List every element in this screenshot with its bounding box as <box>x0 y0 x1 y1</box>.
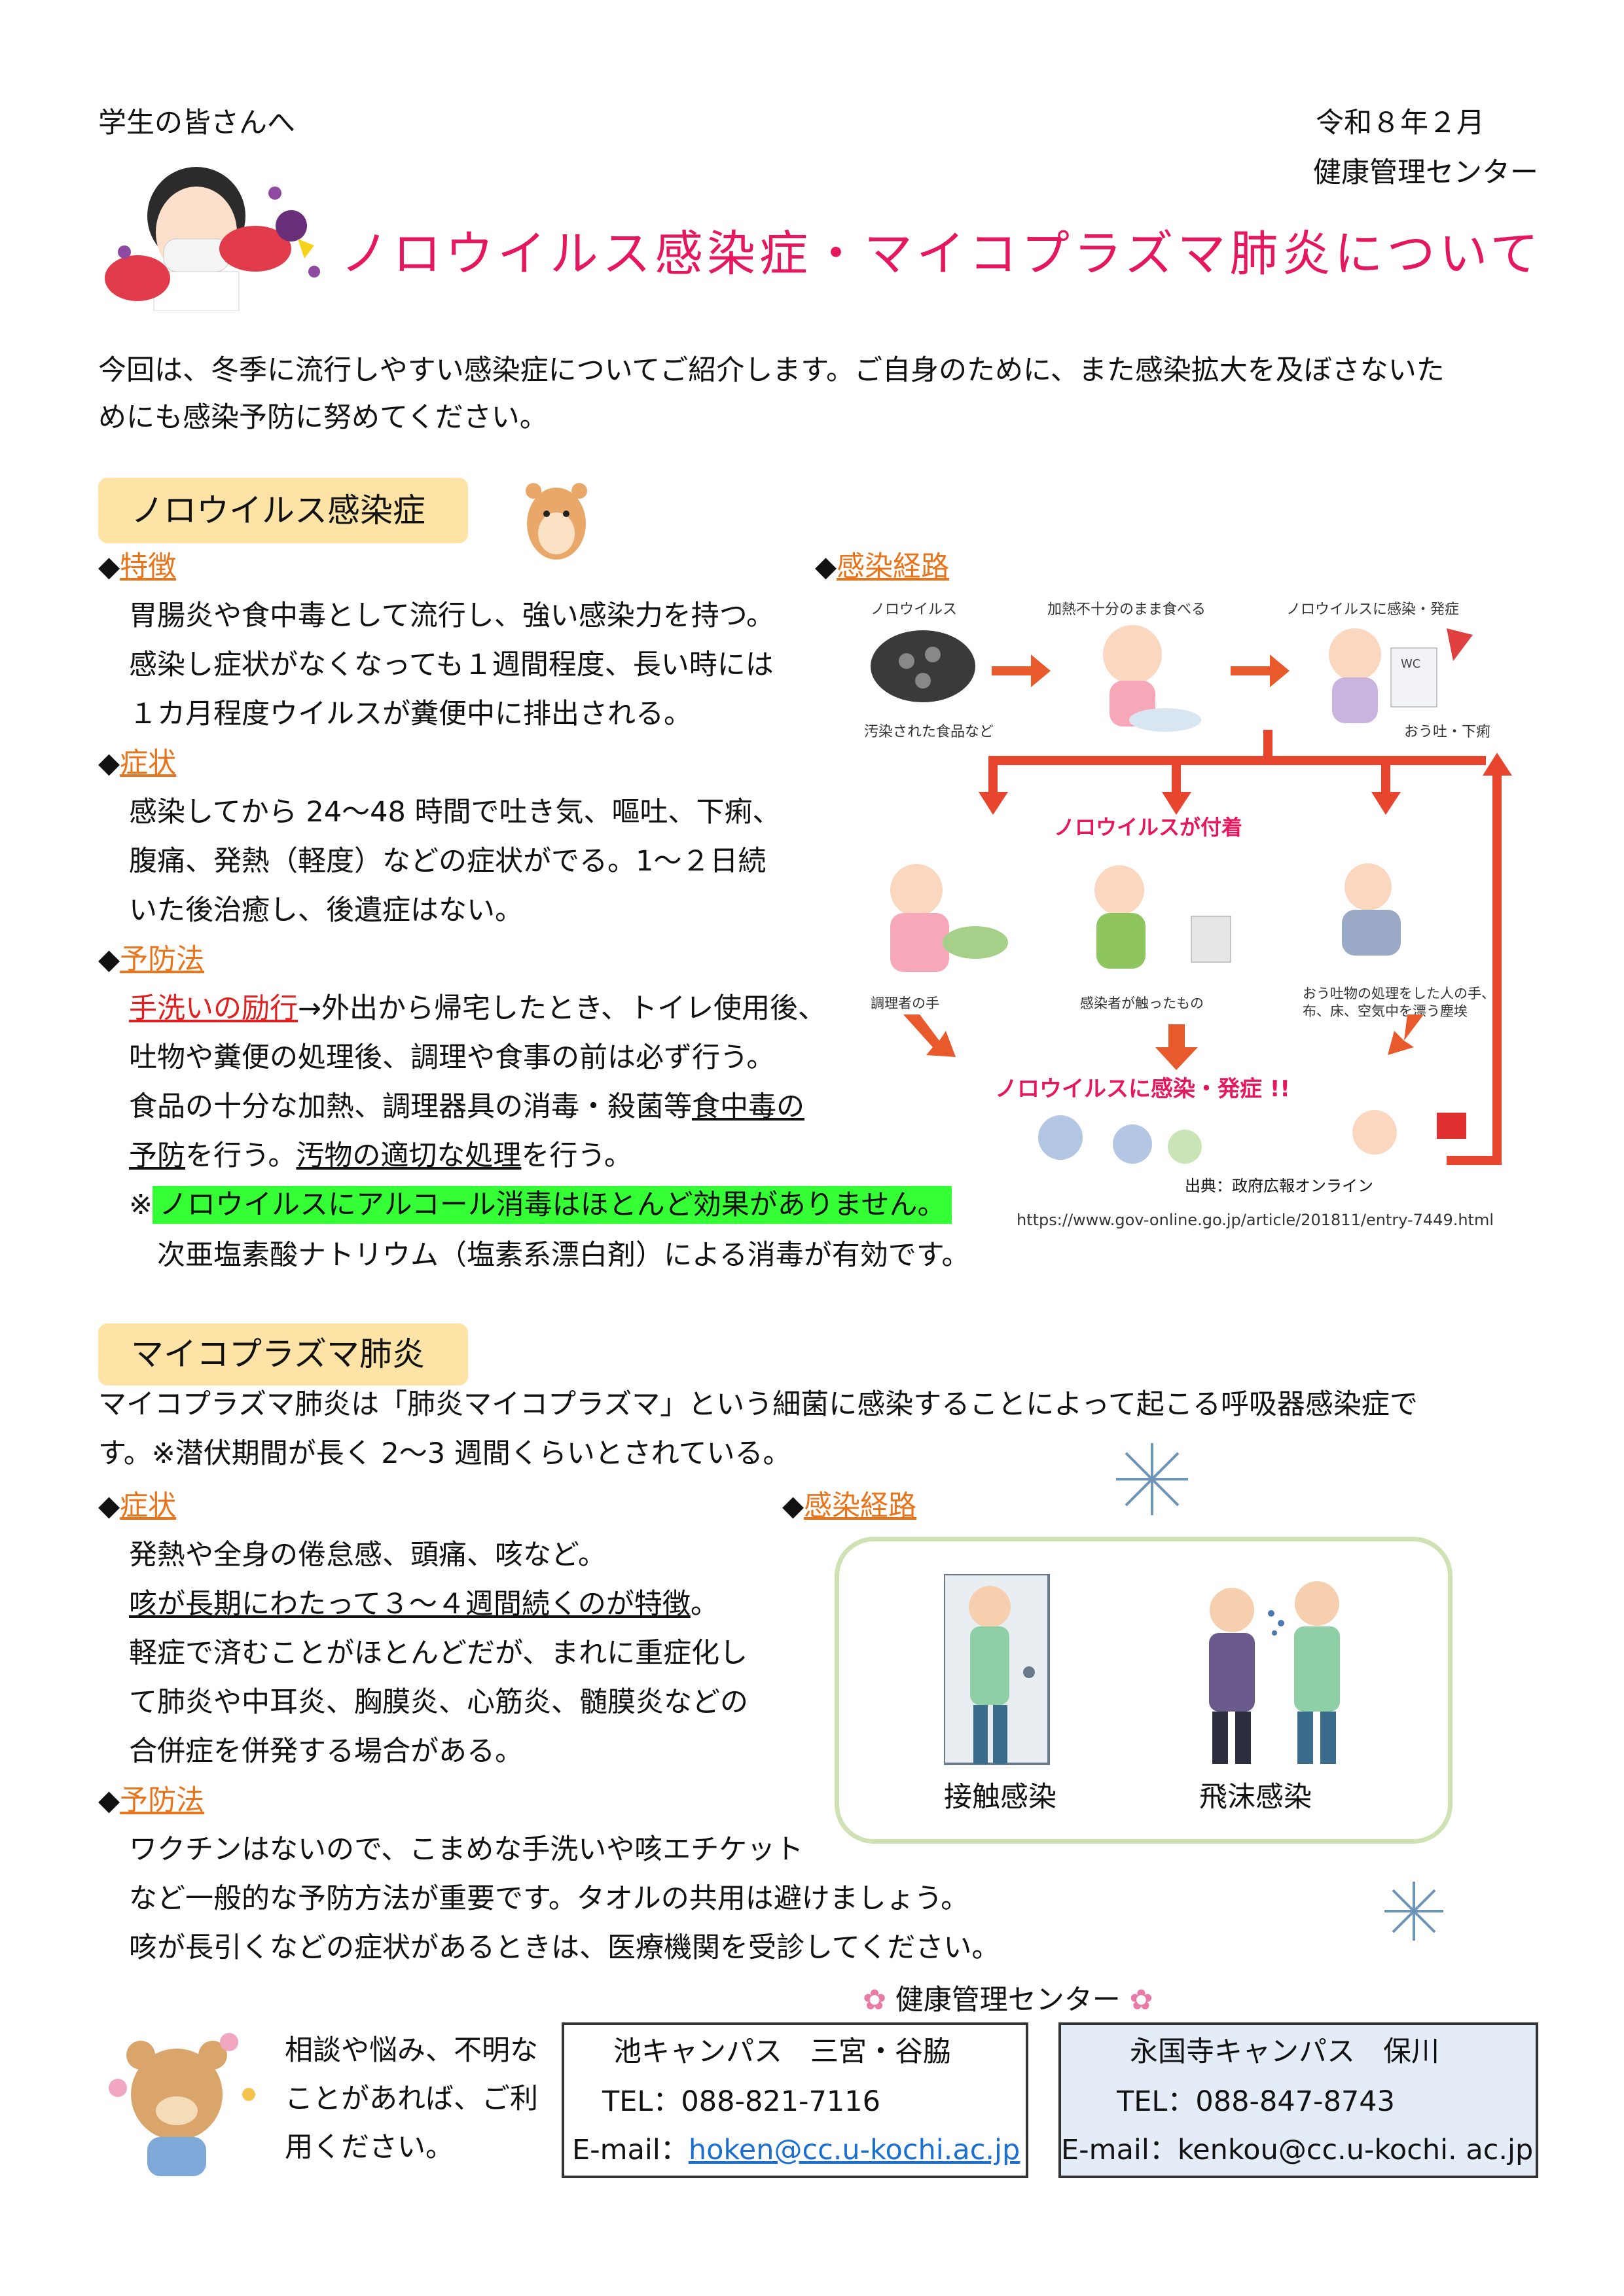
noro-bleach-note: 次亜塩素酸ナトリウム（塩素系漂白剤）による消毒が有効です。 <box>157 1239 970 1272</box>
myco-symptom-line-4: て肺炎や中耳炎、胸膜炎、心筋炎、髄膜炎などの <box>129 1686 748 1719</box>
hamster-icon <box>526 483 587 560</box>
flower-icon: ✿ <box>863 1984 887 2017</box>
issue-date: 令和８年２月 <box>1316 107 1485 139</box>
diagram-source-url[interactable]: https://www.gov-online.go.jp/article/201… <box>1017 1211 1494 1229</box>
consult-line-3: 用ください。 <box>285 2131 454 2164</box>
issuer: 健康管理センター <box>1313 156 1538 189</box>
noro-prevent-line-4: 予防を行う。汚物の適切な処理を行う。 <box>129 1139 632 1172</box>
noro-prevent-line-1: 手洗いの励行→外出から帰宅したとき、トイレ使用後、 <box>129 992 827 1025</box>
addressee: 学生の皆さんへ <box>98 107 295 139</box>
listening-person <box>1295 1581 1339 1626</box>
alcohol-warning-highlight: ノロウイルスにアルコール消毒はほとんど効果がありません。 <box>153 1186 952 1224</box>
diagram-caption-2: 感染者が触ったもの <box>1080 996 1204 1011</box>
diagram-source: 出典：政府広報オンライン <box>1185 1177 1373 1195</box>
handwash-emphasis: 手洗いの励行 <box>129 992 298 1025</box>
myco-symptom-line-5: 合併症を併発する場合がある。 <box>129 1735 523 1768</box>
contact-person <box>969 1586 1011 1628</box>
eating-person <box>1103 625 1162 684</box>
sick-family-figure <box>1038 1115 1083 1160</box>
flower-icon: ✿ <box>1129 1984 1153 2017</box>
noro-route-diagram: ノロウイルス 加熱不十分のまま食べる ノロウイルスに感染・発症 汚染された食品な… <box>864 601 1512 1165</box>
myco-symptom-line-1: 発熱や全身の倦怠感、頭痛、咳など。 <box>129 1539 606 1571</box>
diagram-bottom-label: ノロウイルスに感染・発症 !! <box>995 1076 1290 1102</box>
consult-line-1: 相談や悩み、不明な <box>285 2034 538 2067</box>
noro-symptom-line-3: いた後治癒し、後遺症はない。 <box>129 894 523 927</box>
myco-symptom-line-2: 咳が長期にわたって３～４週間続くのが特徴。 <box>129 1588 719 1621</box>
eikokuji-campus: 永国寺キャンパス 保川 <box>1130 2036 1439 2068</box>
myco-symptom-line-3: 軽症で済むことがほとんどだが、まれに重症化し <box>129 1637 748 1670</box>
diagram-sub-1: 汚染された食品など <box>864 724 994 740</box>
ike-email-line: E-mail：hoken@cc.u-kochi.ac.jp <box>572 2134 1020 2166</box>
droplet-infection-label: 飛沫感染 <box>1199 1781 1312 1814</box>
diagram-caption-3a: おう吐物の処理をした人の手、 <box>1303 986 1495 1001</box>
eikokuji-email: E-mail：kenkou@cc.u-kochi. ac.jp <box>1061 2134 1534 2166</box>
diagram-top-1: ノロウイルス <box>871 601 957 618</box>
cleaner-figure <box>1344 863 1392 910</box>
page-title: ノロウイルス感染症・マイコプラズマ肺炎について <box>340 226 1543 282</box>
snowflake-icon <box>1116 1443 1188 1515</box>
consult-line-2: ことがあれば、ご利 <box>285 2083 538 2115</box>
myco-route-box: 接触感染 飛沫感染 <box>835 1537 1453 1844</box>
cook-figure <box>890 864 943 916</box>
noro-feature-heading: ◆特徴 <box>98 550 177 583</box>
footer-center-title: ✿ 健康管理センター ✿ <box>863 1984 1153 2017</box>
noro-feature-line-1: 胃腸炎や食中毒として流行し、強い感染力を持つ。 <box>129 600 774 632</box>
eikokuji-tel: TEL：088-847-8743 <box>1117 2085 1396 2118</box>
noro-prevent-line-3: 食品の十分な加熱、調理器具の消毒・殺菌等食中毒の <box>129 1090 804 1123</box>
ike-email-link[interactable]: hoken@cc.u-kochi.ac.jp <box>688 2134 1020 2166</box>
diagram-sub-3: おう吐・下痢 <box>1404 724 1490 740</box>
myco-prevent-heading: ◆予防法 <box>98 1784 205 1817</box>
transmission-illustration <box>944 1574 1340 1765</box>
myco-intro-line-2: す。※潜伏期間が長く 2～3 週間くらいとされている。 <box>98 1437 791 1470</box>
diagram-top-2: 加熱不十分のまま食べる <box>1047 601 1206 618</box>
contact-infection-label: 接触感染 <box>944 1781 1056 1814</box>
contact-box-ike: 池キャンパス 三宮・谷脇 TEL：088-821-7116 E-mail：hok… <box>562 2022 1028 2178</box>
myco-symptom-heading: ◆症状 <box>98 1490 177 1522</box>
snowflake-icon <box>1384 1882 1443 1941</box>
bear-mascot-illustration <box>109 2033 255 2176</box>
myco-prevent-line-2: など一般的な予防方法が重要です。タオルの共用は避けましょう。 <box>129 1882 969 1915</box>
noro-prevent-heading: ◆予防法 <box>98 943 205 976</box>
diagram-caption-1: 調理者の手 <box>871 996 939 1011</box>
nurse-virus-illustration <box>105 167 320 311</box>
myco-route-heading: ◆感染経路 <box>782 1490 917 1522</box>
virus-cluster <box>871 630 975 702</box>
noro-alcohol-note: ※ノロウイルスにアルコール消毒はほとんど効果がありません。 <box>129 1186 952 1224</box>
contact-box-eikokuji: 永国寺キャンパス 保川 TEL：088-847-8743 E-mail：kenk… <box>1058 2022 1538 2178</box>
ike-tel: TEL：088-821-7116 <box>602 2085 881 2118</box>
noro-heading: ノロウイルス感染症 <box>98 478 468 543</box>
sick-person <box>1329 628 1381 681</box>
noro-feature-line-3: １カ月程度ウイルスが糞便中に排出される。 <box>129 698 692 730</box>
myco-prevent-line-1: ワクチンはないので、こまめな手洗いや咳エチケット <box>129 1833 804 1866</box>
intro-line-1: 今回は、冬季に流行しやすい感染症についてご紹介します。ご自身のために、また感染拡… <box>98 354 1445 387</box>
noro-prevent-line-2: 吐物や糞便の処理後、調理や食事の前は必ず行う。 <box>129 1041 775 1074</box>
noro-route-heading: ◆感染経路 <box>815 550 950 583</box>
myco-intro-line-1: マイコプラズマ肺炎は「肺炎マイコプラズマ」という細菌に感染することによって起こる… <box>98 1388 1418 1421</box>
ike-campus: 池キャンパス 三宮・谷脇 <box>613 2036 951 2068</box>
noro-symptom-heading: ◆症状 <box>98 747 177 780</box>
noro-symptom-line-1: 感染してから 24～48 時間で吐き気、嘔吐、下痢、 <box>129 796 781 829</box>
diagram-caption-3b: 布、床、空気中を漂う塵埃 <box>1303 1003 1468 1019</box>
toilet-child-figure <box>1094 865 1144 915</box>
svg-text:WC: WC <box>1401 657 1420 671</box>
diagram-mid-label: ノロウイルスが付着 <box>1054 815 1242 840</box>
intro-line-2: めにも感染予防に努めてください。 <box>98 401 548 434</box>
noro-feature-line-2: 感染し症状がなくなっても１週間程度、長い時には <box>129 649 774 681</box>
myco-prevent-line-3: 咳が長引くなどの症状があるときは、医療機関を受診してください。 <box>129 1931 1000 1964</box>
diagram-top-3: ノロウイルスに感染・発症 <box>1286 601 1459 618</box>
myco-heading: マイコプラズマ肺炎 <box>98 1323 468 1386</box>
noro-symptom-line-2: 腹痛、発熱（軽度）などの症状がでる。1～２日続 <box>129 845 767 878</box>
coughing-person <box>1210 1588 1254 1632</box>
